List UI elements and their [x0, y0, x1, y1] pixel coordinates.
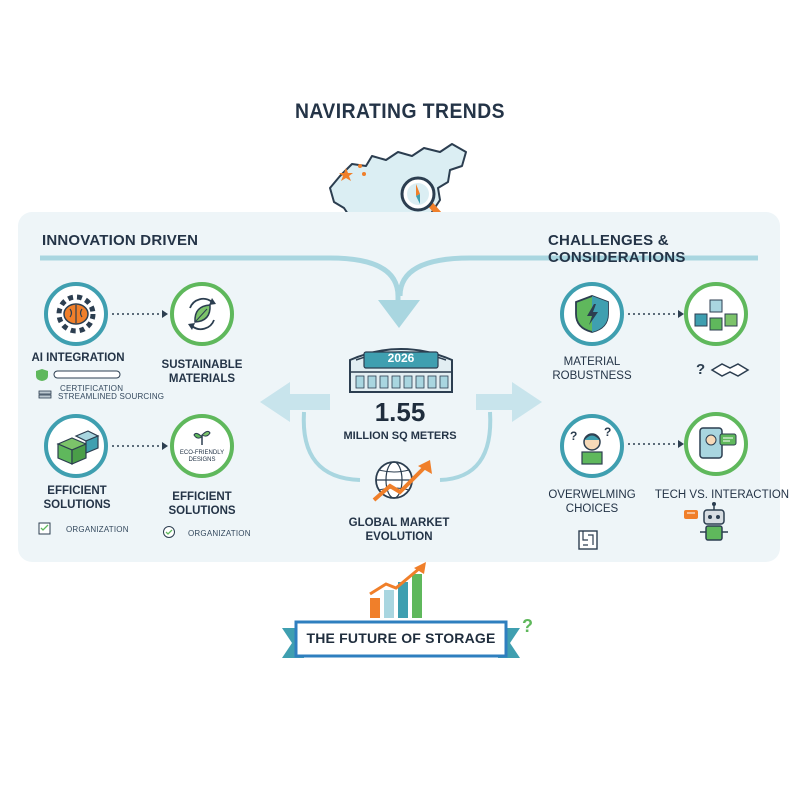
robot-icon: [684, 502, 728, 541]
clipboard-icon: [38, 522, 51, 535]
innovation-heading: INNOVATION DRIVEN: [42, 232, 199, 249]
tablet-chat-icon: [699, 427, 737, 459]
future-banner: [282, 620, 520, 658]
question-mark: ?: [522, 616, 533, 636]
material-line1: MATERIAL: [563, 356, 621, 368]
svg-text:?: ?: [696, 361, 705, 378]
future-banner-text: THE FUTURE OF STORAGE: [306, 630, 496, 646]
sustainable-label: SUSTAINABLE MATERIALS: [146, 358, 258, 386]
leaf-cycle-icon: [188, 297, 216, 331]
sustainable-label-line2: MATERIALS: [168, 373, 236, 385]
shield-progress-icon: [36, 369, 121, 381]
maze-icon: [578, 530, 598, 550]
stadium-icon: [349, 348, 453, 393]
eco-check-icon: [163, 526, 175, 538]
sustainable-label-line1: SUSTAINABLE: [161, 359, 243, 371]
ai-integration-label: AI INTEGRATION: [31, 352, 125, 364]
organization-note-1: ORGANIZATION: [66, 525, 129, 534]
area-unit: MILLION SQ METERS: [343, 430, 457, 442]
eco-badge-text: ECO-FRIENDLY DESIGNS: [180, 450, 224, 464]
sustainable-node: [170, 282, 234, 346]
efficient-label-2: EFFICIENT SOLUTIONS: [150, 490, 254, 518]
shield-icon: [575, 295, 609, 333]
material-label: MATERIAL ROBUSTNESS: [540, 355, 644, 383]
page-title: NAVIRATING TRENDS: [295, 100, 505, 123]
area-value: 1.55: [374, 397, 426, 427]
challenges-heading: CHALLENGES & CONSIDERATIONS: [548, 232, 686, 266]
efficient-label-1: EFFICIENT SOLUTIONS: [30, 484, 124, 512]
svg-text:?: ?: [604, 425, 611, 439]
market-line1: GLOBAL MARKET: [348, 517, 450, 529]
overwhelming-label: OVERWELMING CHOICES: [534, 488, 650, 516]
market-line2: EVOLUTION: [365, 531, 433, 543]
overwhelming-line1: OVERWELMING: [548, 489, 636, 501]
sourcing-text: STREAMLINED SOURCING: [58, 392, 165, 401]
efficient-node-1: [44, 414, 108, 478]
cubes-node: [684, 282, 748, 346]
efficient-2-line1: EFFICIENT: [172, 491, 232, 503]
sprout-icon: [193, 430, 211, 445]
eco-badge-line2: DESIGNS: [188, 456, 216, 463]
efficient-node-2: ECO-FRIENDLY DESIGNS: [170, 414, 234, 478]
tech-node: [684, 412, 748, 476]
material-node: [560, 282, 624, 346]
bar-chart-icon: [369, 562, 426, 618]
material-line2: ROBUSTNESS: [552, 370, 632, 382]
certification-text: CERTIFICATION: [60, 384, 124, 393]
efficient-1-line2: SOLUTIONS: [43, 499, 111, 511]
overwhelming-node: ? ?: [560, 414, 624, 478]
market-label: GLOBAL MARKET EVOLUTION: [334, 516, 464, 544]
cubes-network-icon: [694, 299, 738, 331]
globe-growth-icon: [372, 460, 432, 502]
organization-note-2: ORGANIZATION: [188, 529, 251, 538]
brain-gear-icon: [56, 294, 96, 334]
confused-person-icon: ? ?: [570, 425, 611, 465]
tech-label: TECH VS. INTERACTION: [654, 489, 790, 501]
handshake-icon: ?: [696, 361, 750, 378]
efficient-2-line2: SOLUTIONS: [168, 505, 236, 517]
eco-badge-line1: ECO-FRIENDLY: [179, 449, 225, 456]
year-label: 2026: [387, 351, 415, 365]
stack-icon: [38, 390, 52, 399]
boxes-icon: [56, 430, 100, 465]
efficient-1-line1: EFFICIENT: [47, 485, 107, 497]
ai-integration-node: [44, 282, 108, 346]
svg-text:?: ?: [570, 429, 577, 443]
overwhelming-line2: CHOICES: [565, 503, 619, 515]
